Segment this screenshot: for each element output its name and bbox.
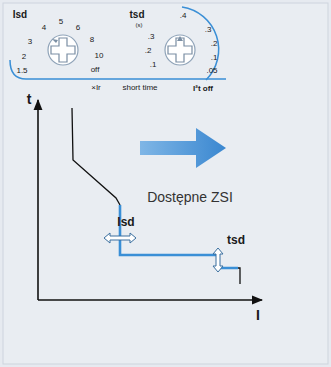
dial-value: .2 bbox=[145, 47, 152, 55]
tsd-dial bbox=[165, 35, 195, 65]
section-label: short time bbox=[122, 84, 157, 92]
dial-value: .4 bbox=[180, 12, 187, 20]
setting-name: tsd bbox=[130, 10, 145, 20]
dial-value: off bbox=[91, 66, 100, 74]
i2t-arc bbox=[182, 7, 219, 80]
dial-value: .2 bbox=[211, 40, 218, 48]
dial-value: 3 bbox=[28, 38, 32, 46]
panel bbox=[3, 3, 328, 364]
dial-value: 6 bbox=[76, 24, 80, 32]
dial-value: .1 bbox=[150, 61, 157, 69]
t-axis bbox=[37, 100, 39, 300]
dial-value: 1.5 bbox=[16, 67, 27, 75]
dial-value: 4 bbox=[42, 24, 46, 32]
tsd-adjust-arrow bbox=[213, 248, 223, 272]
unit-label: ×Ir bbox=[91, 84, 101, 92]
curve-label: tsd bbox=[227, 234, 245, 246]
dial-value: .05 bbox=[206, 67, 217, 75]
trip-curve bbox=[72, 108, 120, 205]
dial-value: .3 bbox=[148, 33, 155, 41]
setting-name: Isd bbox=[13, 10, 27, 20]
dial-value: 10 bbox=[95, 52, 104, 60]
dial-value: .1 bbox=[211, 54, 218, 62]
mode-label: I²t off bbox=[193, 85, 213, 93]
axis-label: I bbox=[256, 308, 260, 322]
trip-curve-end bbox=[238, 268, 240, 284]
dial-value: .3 bbox=[205, 26, 212, 34]
caption-label: Dostępne ZSI bbox=[147, 190, 233, 204]
short-time-bracket bbox=[10, 60, 226, 79]
dial-value: 2 bbox=[22, 53, 26, 61]
unit-label: (s) bbox=[136, 22, 143, 28]
big-arrow bbox=[140, 128, 226, 168]
isd-dial bbox=[48, 35, 78, 65]
isd-adjust-arrow bbox=[104, 233, 136, 243]
axis-label: t bbox=[27, 92, 32, 106]
dial-value: 8 bbox=[90, 36, 94, 44]
curve-label: Isd bbox=[117, 216, 134, 228]
i-axis bbox=[38, 299, 262, 301]
dial-value: 5 bbox=[59, 18, 63, 26]
